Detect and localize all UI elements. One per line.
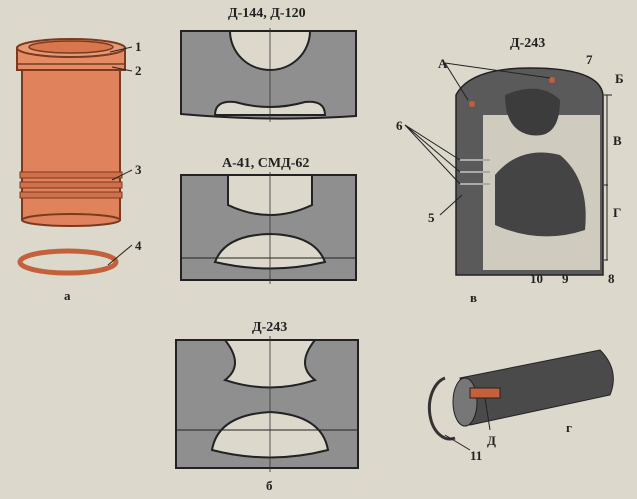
- callout-3: 3: [135, 162, 142, 177]
- callout-5: 5: [428, 210, 435, 225]
- subfigure-label-b: б: [266, 478, 273, 493]
- callout-6: 6: [396, 118, 403, 133]
- cutaway-title: Д-243: [510, 36, 545, 51]
- cylinder-liner: [16, 38, 126, 227]
- callout-G: Г: [613, 205, 621, 220]
- callout-V: В: [613, 133, 622, 148]
- sealing-ring: [17, 248, 119, 276]
- callout-2: 2: [135, 63, 142, 78]
- subfigure-label-v: в: [470, 290, 477, 305]
- callout-D: Д: [487, 433, 496, 448]
- piston-section-1: [180, 28, 357, 122]
- piston-cutaway: [455, 67, 604, 276]
- piston-section-3: [175, 336, 359, 472]
- callout-10: 10: [530, 271, 543, 286]
- piston-1-title: Д-144, Д-120: [228, 6, 306, 21]
- circlip: [427, 376, 456, 441]
- callout-4: 4: [135, 238, 142, 253]
- piston-2-title: А-41, СМД-62: [222, 156, 309, 171]
- piston-section-2: [180, 172, 357, 284]
- callout-7: 7: [586, 52, 593, 67]
- callout-B: Б: [615, 71, 624, 86]
- piston-pin: [452, 349, 614, 427]
- subfigure-label-a: а: [64, 288, 71, 303]
- callout-1: 1: [135, 39, 142, 54]
- subfigure-label-g: г: [566, 420, 572, 435]
- callout-11: 11: [470, 448, 482, 463]
- callout-8: 8: [608, 271, 615, 286]
- callout-A: А: [438, 56, 448, 71]
- callout-9: 9: [562, 271, 569, 286]
- piston-3-title: Д-243: [252, 320, 287, 335]
